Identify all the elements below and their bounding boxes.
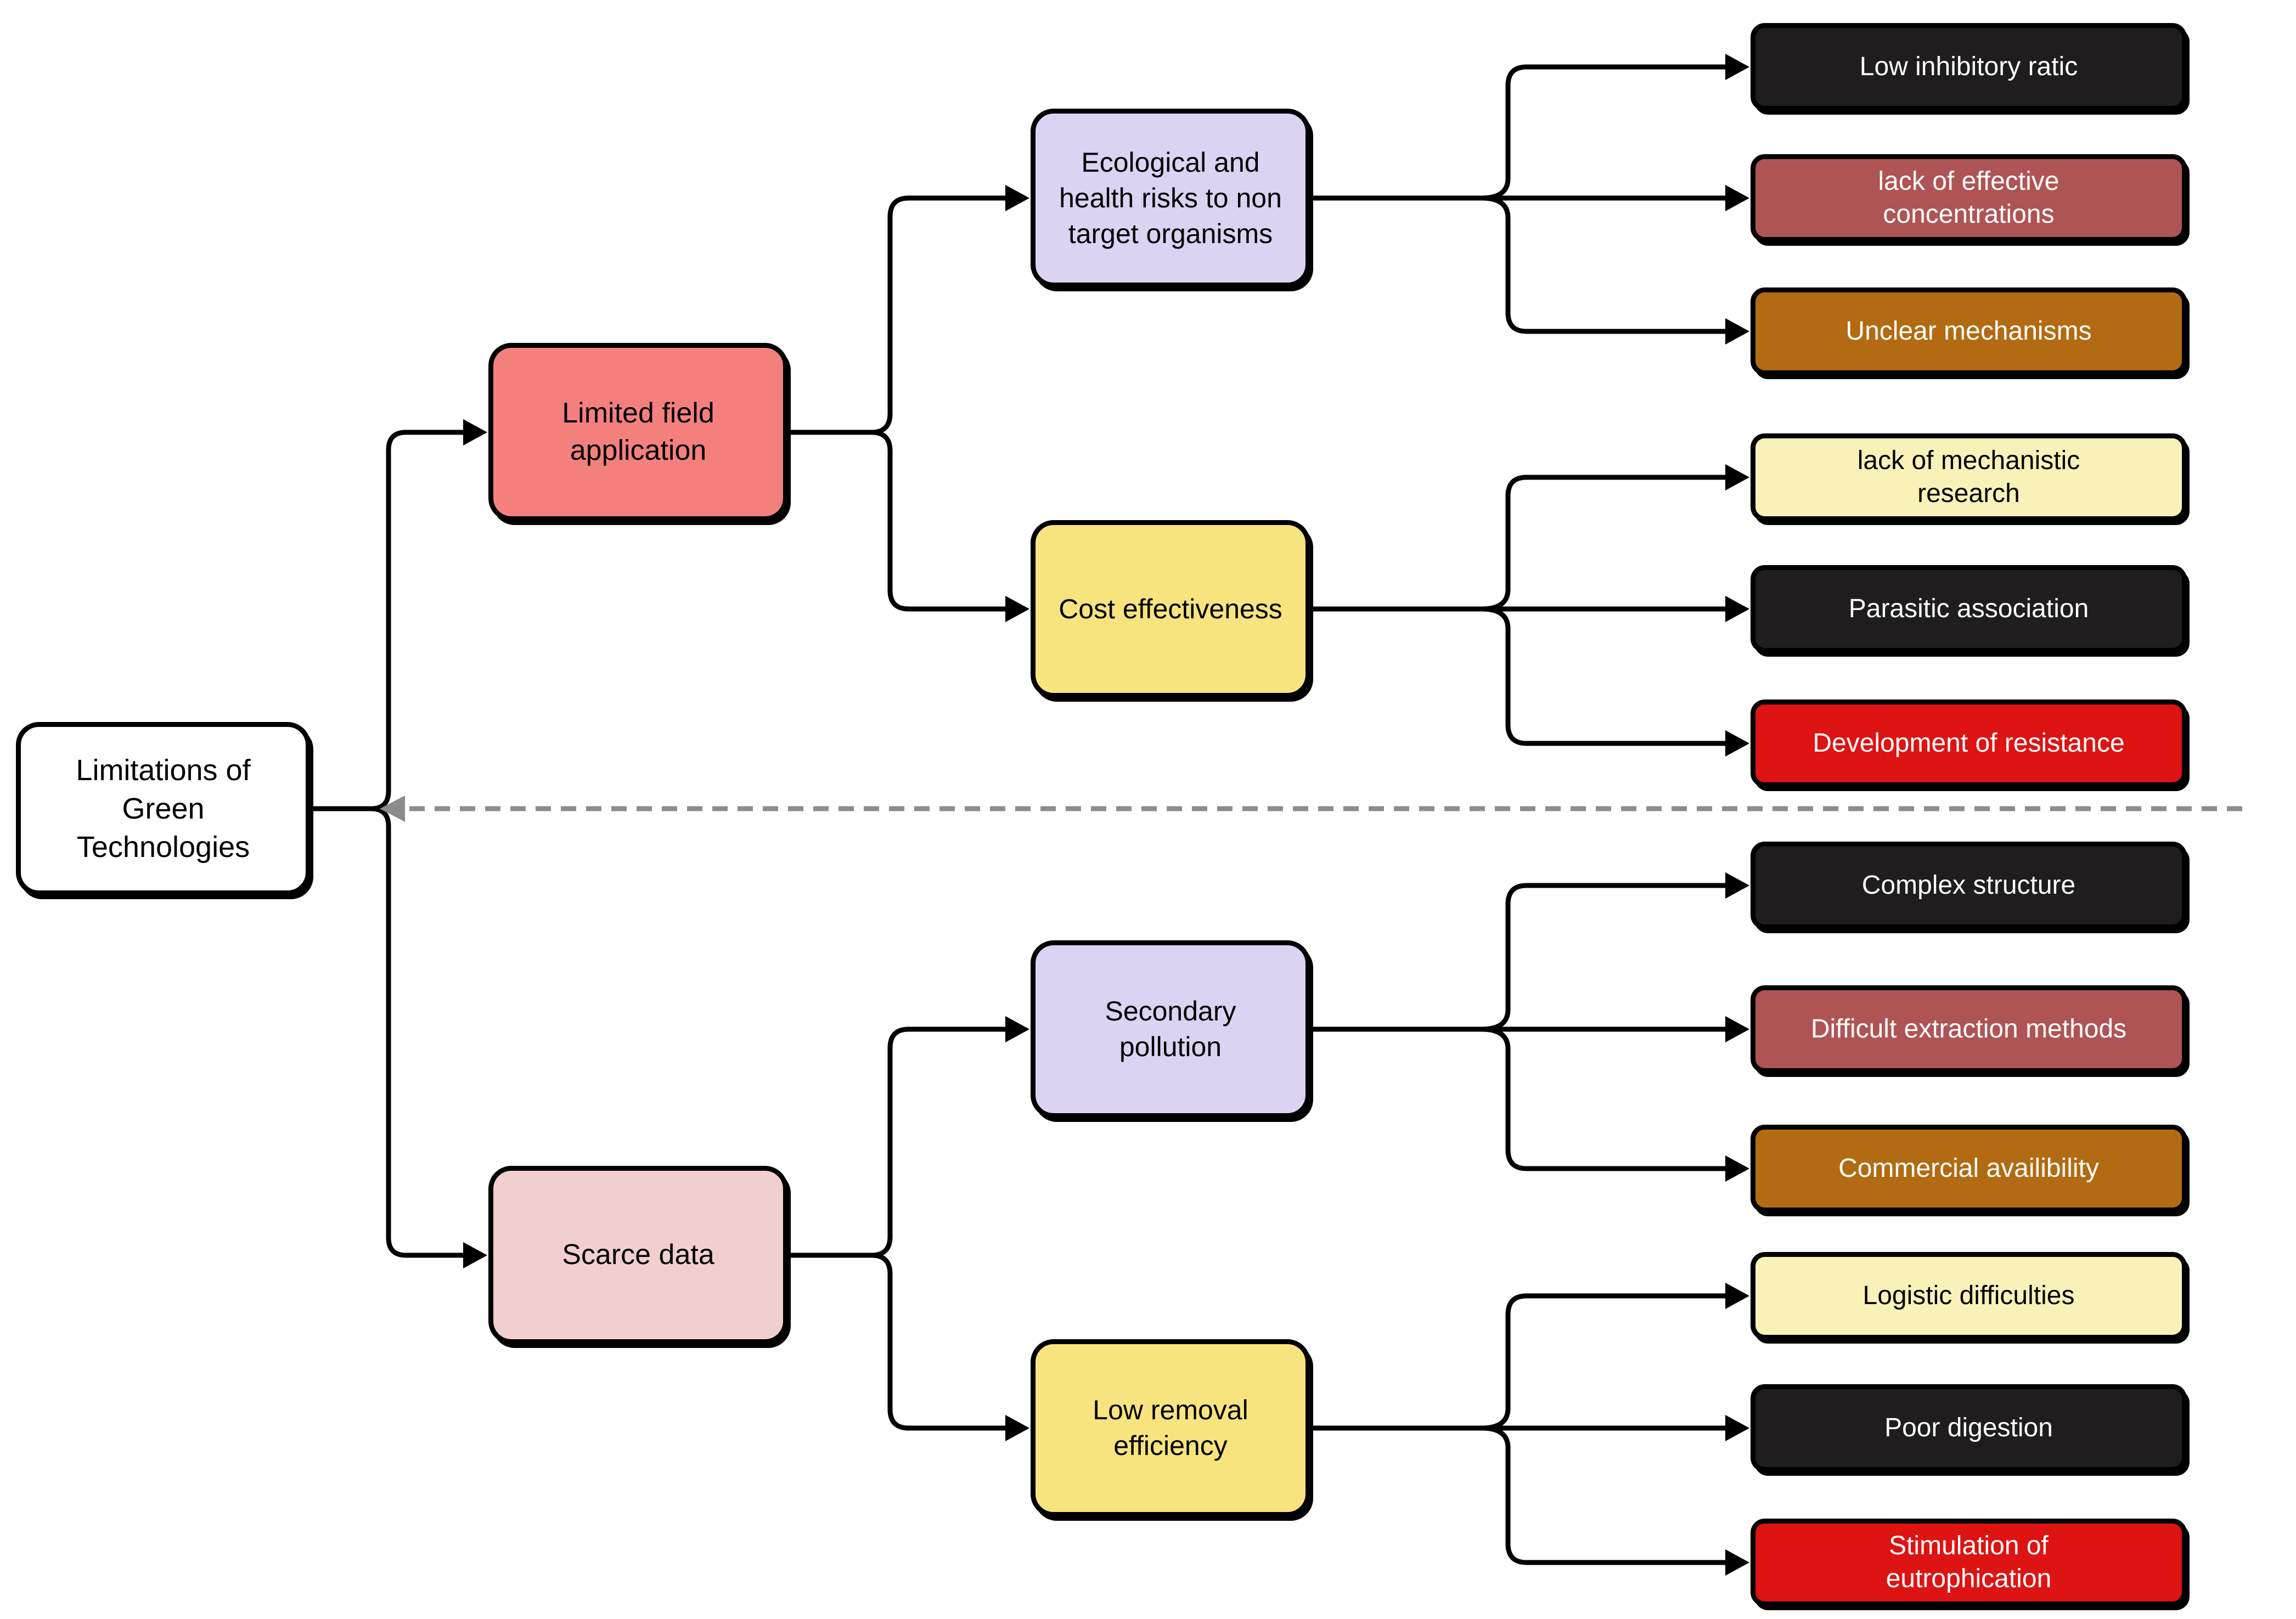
edge-trunk-limited xyxy=(370,430,468,811)
edge-cost-bottom xyxy=(1481,606,1729,746)
edge-secondary-top xyxy=(1481,883,1729,1032)
edge-trunk-scarce xyxy=(370,806,468,1258)
leaf-lack-of-effective-concentrations: lack of effective concentrations xyxy=(1751,154,2187,242)
node-limited-field-application: Limited field application xyxy=(488,343,788,521)
leaf-complex-structure: Complex structure xyxy=(1751,842,2187,929)
leaf-difficult-extraction-methods: Difficult extraction methods xyxy=(1751,985,2187,1073)
edge-ecological-bottom xyxy=(1481,195,1729,334)
leaf-stimulation-of-eutrophication: Stimulation of eutrophication xyxy=(1751,1519,2187,1606)
edge-scarce-lowremoval xyxy=(871,1253,1010,1431)
edge-limited-cost xyxy=(871,430,1010,612)
node-secondary-pollution: Secondary pollution xyxy=(1031,940,1310,1118)
leaf-logistic-difficulties: Logistic difficulties xyxy=(1751,1252,2187,1340)
leaf-development-of-resistance: Development of resistance xyxy=(1751,700,2187,787)
leaf-parasitic-association: Parasitic association xyxy=(1751,565,2187,653)
edge-ecological-top xyxy=(1481,64,1729,201)
leaf-poor-digestion: Poor digestion xyxy=(1751,1384,2187,1472)
edge-lowremoval-top xyxy=(1481,1293,1729,1431)
arrowhead-icons xyxy=(463,54,1749,1576)
leaf-commercial-availibility: Commercial availibility xyxy=(1751,1125,2187,1212)
node-ecological-health-risks: Ecological and health risks to non targe… xyxy=(1031,109,1310,287)
node-scarce-data: Scarce data xyxy=(488,1166,788,1344)
divider-arrowhead-icon xyxy=(380,796,405,822)
leaf-lack-of-mechanistic-research: lack of mechanistic research xyxy=(1751,433,2187,521)
edge-cost-top xyxy=(1481,475,1729,612)
node-low-removal-efficiency: Low removal efficiency xyxy=(1031,1339,1310,1517)
edge-limited-ecological xyxy=(788,195,1010,435)
edge-lowremoval-bottom xyxy=(1481,1425,1729,1565)
node-root: Limitations of Green Technologies xyxy=(16,722,311,895)
leaf-low-inhibitory-ratic: Low inhibitory ratic xyxy=(1751,23,2187,111)
node-cost-effectiveness: Cost effectiveness xyxy=(1031,520,1310,698)
edge-secondary-bottom xyxy=(1481,1026,1729,1171)
edge-scarce-secondary xyxy=(788,1026,1010,1258)
leaf-unclear-mechanisms: Unclear mechanisms xyxy=(1751,287,2187,375)
